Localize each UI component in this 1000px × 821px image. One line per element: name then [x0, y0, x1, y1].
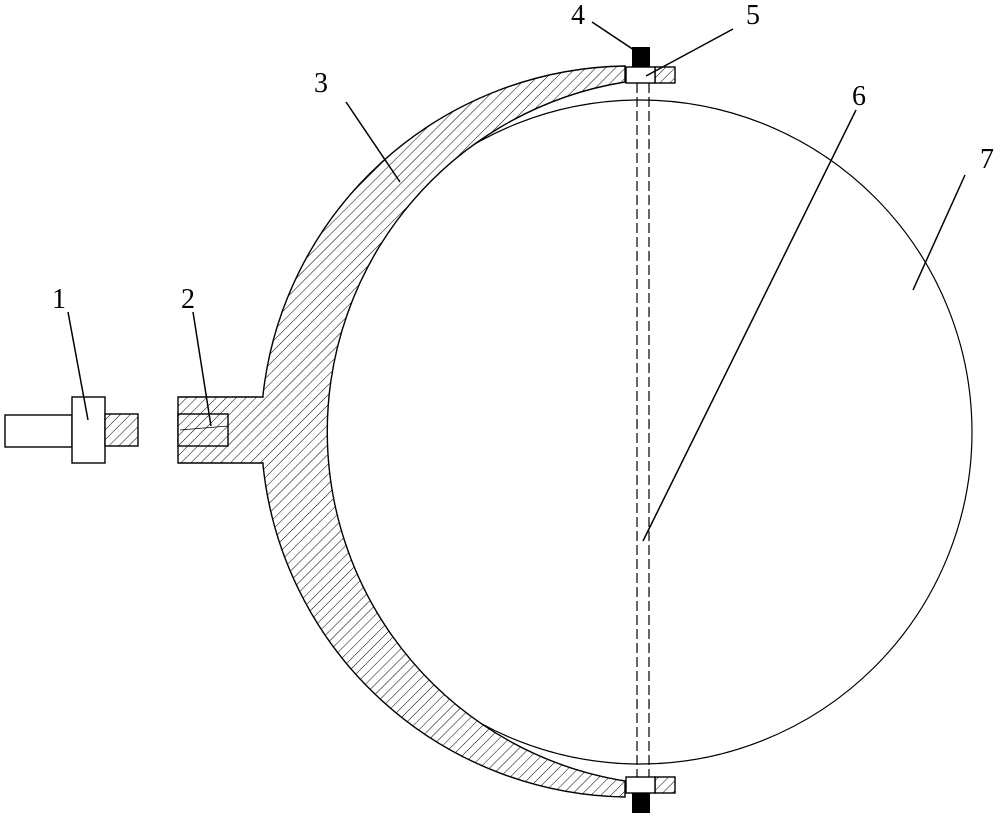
leader-7 — [912, 174, 966, 291]
end-cap — [632, 47, 650, 813]
leader-lines — [67, 21, 966, 542]
label-1: 1 — [52, 284, 66, 315]
label-2: 2 — [181, 284, 195, 315]
leader-6 — [642, 109, 857, 542]
label-3: 3 — [314, 68, 328, 99]
leader-1 — [67, 311, 89, 421]
leader-3 — [345, 101, 401, 183]
leader-2 — [192, 311, 212, 427]
threaded-socket — [177, 413, 229, 447]
bolt — [4, 396, 139, 464]
shaft — [636, 83, 650, 778]
sleeve — [625, 66, 656, 794]
curved-clamp-frame — [177, 65, 676, 798]
leader-4 — [591, 21, 638, 53]
label-4: 4 — [571, 0, 585, 31]
label-6: 6 — [852, 81, 866, 112]
label-7: 7 — [980, 144, 994, 175]
labels: 1 2 3 4 5 6 7 — [52, 0, 994, 315]
leader-5 — [645, 28, 734, 77]
label-5: 5 — [746, 0, 760, 31]
